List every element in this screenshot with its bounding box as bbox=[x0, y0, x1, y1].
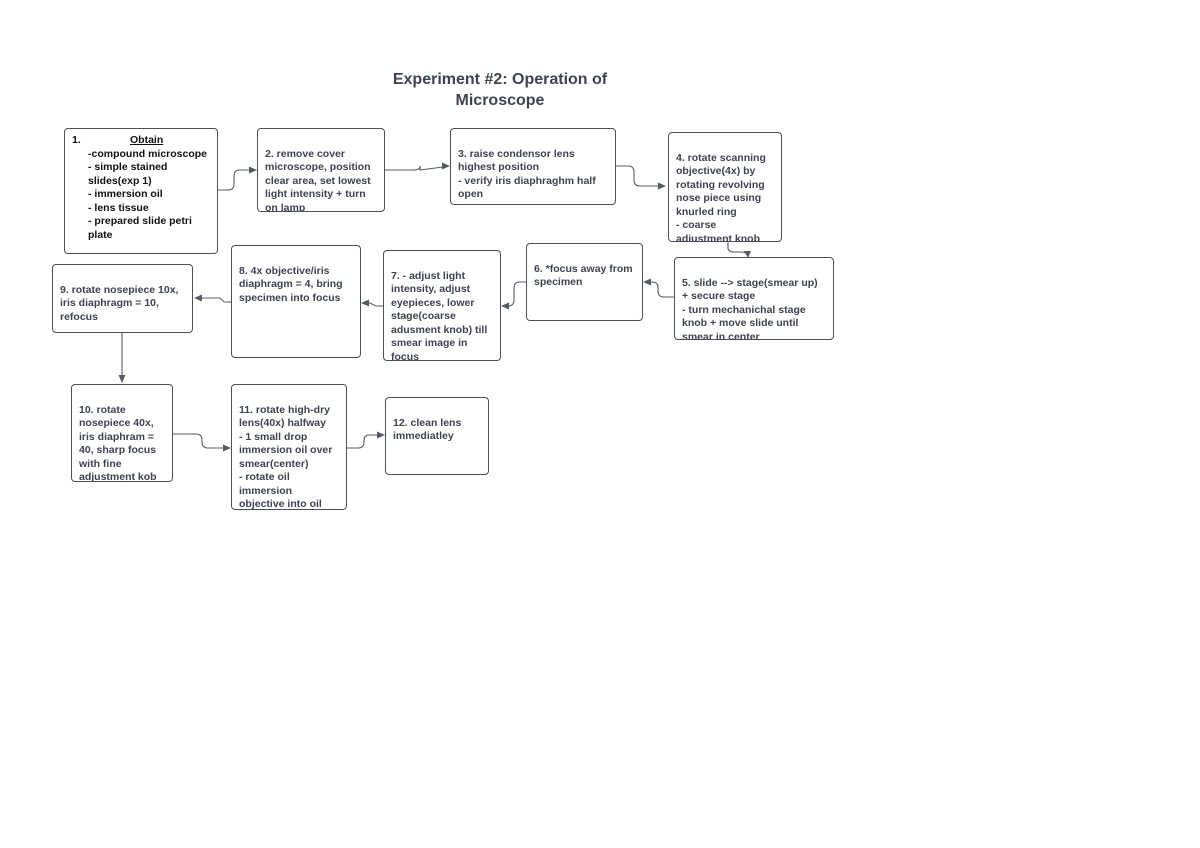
step-2-text: 2. remove cover microscope, position cle… bbox=[265, 147, 371, 212]
connector-11-12 bbox=[346, 434, 378, 449]
step-1-number: 1. bbox=[72, 134, 81, 146]
page-title: Experiment #2: Operation of Microscope bbox=[392, 71, 608, 109]
connector-10-11 bbox=[172, 433, 224, 449]
connector-6-7 bbox=[507, 281, 526, 307]
step-12-text: 12. clean lens immediatley bbox=[393, 416, 462, 443]
connector-4-5 bbox=[727, 242, 747, 255]
arrowhead-3 bbox=[442, 162, 450, 170]
arrowhead-11 bbox=[223, 444, 231, 452]
connector-3-4 bbox=[616, 165, 659, 187]
step-8-text: 8. 4x objective/iris diaphragm = 4, brin… bbox=[239, 264, 343, 304]
step-12-box: 12. clean lens immediatley bbox=[385, 397, 489, 475]
arrowhead-9 bbox=[194, 294, 202, 302]
step-6-text: 6. *focus away from specimen bbox=[534, 262, 633, 289]
step-11-text: 11. rotate high-dry lens(40x) halfway - … bbox=[239, 403, 333, 510]
step-2-box: 2. remove cover microscope, position cle… bbox=[257, 128, 385, 212]
step-3-text: 3. raise condensor lens highest position… bbox=[458, 147, 596, 201]
step-9-text: 9. rotate nosepiece 10x, iris diaphragm … bbox=[60, 283, 179, 323]
step-10-box: 10. rotate nosepiece 40x, iris diaphram … bbox=[71, 384, 173, 482]
step-8-box: 8. 4x objective/iris diaphragm = 4, brin… bbox=[231, 245, 361, 358]
arrowhead-2 bbox=[249, 166, 257, 174]
connector-5-6 bbox=[650, 281, 674, 298]
connector-2-3 bbox=[385, 165, 444, 171]
step-7-text: 7. - adjust light intensity, adjust eyep… bbox=[391, 269, 488, 361]
arrowhead-10 bbox=[118, 375, 126, 383]
connector-1-2 bbox=[218, 169, 250, 191]
step-1-items: -compound microscope - simple stained sl… bbox=[88, 147, 208, 241]
arrowhead-5 bbox=[744, 251, 751, 258]
step-11-box: 11. rotate high-dry lens(40x) halfway - … bbox=[231, 384, 347, 510]
arrowhead-8 bbox=[361, 299, 369, 307]
step-1-box: 1. Obtain -compound microscope - simple … bbox=[64, 128, 218, 254]
step-1-heading: Obtain bbox=[130, 134, 164, 146]
arrowhead-7 bbox=[501, 302, 509, 310]
step-4-box: 4. rotate scanning objective(4x) by rota… bbox=[668, 132, 782, 242]
step-5-box: 5. slide --> stage(smear up) + secure st… bbox=[674, 257, 834, 340]
step-6-box: 6. *focus away from specimen bbox=[526, 243, 643, 321]
step-5-text: 5. slide --> stage(smear up) + secure st… bbox=[682, 276, 818, 340]
arrowhead-12 bbox=[377, 431, 385, 439]
arrowhead-6 bbox=[643, 278, 651, 286]
step-9-box: 9. rotate nosepiece 10x, iris diaphragm … bbox=[52, 264, 193, 333]
arrowhead-4 bbox=[658, 182, 666, 190]
step-10-text: 10. rotate nosepiece 40x, iris diaphram … bbox=[79, 403, 157, 482]
step-3-box: 3. raise condensor lens highest position… bbox=[450, 128, 616, 205]
step-7-box: 7. - adjust light intensity, adjust eyep… bbox=[383, 250, 501, 361]
connector-8-9 bbox=[201, 297, 231, 303]
connector-7-8 bbox=[368, 302, 383, 307]
step-4-text: 4. rotate scanning objective(4x) by rota… bbox=[676, 151, 766, 242]
